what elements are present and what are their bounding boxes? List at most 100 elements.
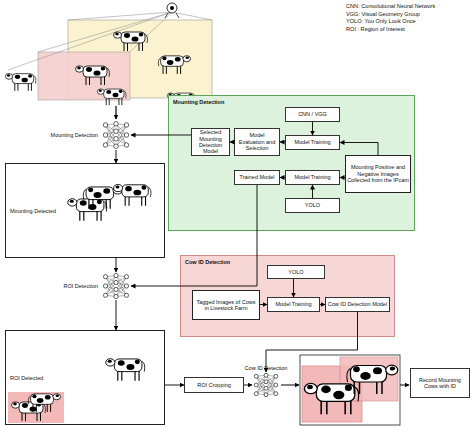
node-label: ROI Detected: [10, 374, 43, 380]
process-box: Tagged Images of Cows in Livestock Farm: [192, 290, 260, 320]
cow: [97, 89, 126, 105]
network-icon-graphic: [101, 120, 131, 150]
step-label: Mounting Detection: [51, 132, 98, 138]
node-label: Mounting Detected: [10, 207, 56, 213]
cow: [68, 199, 107, 221]
cow: [347, 365, 398, 394]
roi-highlight: [8, 392, 64, 423]
arrow-connector: [320, 304, 325, 305]
process-box: Model Training: [285, 135, 340, 150]
network-unit: [274, 374, 278, 378]
network-unit: [254, 374, 258, 378]
cow: [106, 359, 145, 381]
network-links: [256, 375, 276, 395]
node-label: Model Training: [294, 174, 330, 180]
network-unit: [114, 137, 119, 142]
arrow-connector: [280, 142, 285, 143]
abbreviation-note: VGG: Visual Geometry Group: [346, 11, 435, 19]
network-unit: [264, 386, 268, 390]
network-unit: [124, 123, 129, 128]
flow-arrow: [115, 106, 116, 119]
node-label: Mounting Positive and Negative Images Co…: [347, 164, 409, 183]
cow: [158, 56, 190, 74]
network-unit: [274, 392, 278, 396]
arrow-connector: [230, 142, 234, 143]
network-unit: [274, 383, 278, 387]
network-unit: [103, 133, 108, 138]
cow: [114, 185, 151, 206]
node-label: Record Mounting Cows with ID: [412, 377, 468, 390]
node-label: CNN / VGG: [298, 111, 327, 117]
node-label: Model Training: [294, 139, 330, 145]
node-label: ROI Cropping: [197, 382, 231, 388]
arrow-connector: [165, 385, 184, 386]
abbreviation-notes: CNN: Convolutional Neural NetworkVGG: Vi…: [346, 3, 435, 33]
network-unit: [124, 284, 128, 288]
network-unit: [264, 373, 268, 377]
network-units: [103, 273, 128, 298]
network-unit: [103, 143, 108, 148]
network-unit: [114, 280, 118, 284]
network-unit: [103, 293, 107, 297]
network-unit: [114, 129, 119, 134]
node-label: YOLO: [288, 269, 303, 275]
process-box: Model Training: [267, 297, 320, 312]
network-units: [254, 373, 278, 396]
process-box: Cow ID Detection Model: [325, 297, 390, 312]
group-panel: Mounting DetectionCNN / VGGModel Trainin…: [168, 95, 415, 231]
connectors: [116, 122, 378, 385]
abbreviation-note: YOLO: You Only Look Once: [346, 18, 435, 26]
network-links: [106, 276, 127, 297]
arrow-connector: [131, 135, 191, 136]
network-unit: [124, 143, 129, 148]
arrow-connector: [280, 177, 285, 178]
group-panel: Cow ID DetectionYOLOTagged Images of Cow…: [180, 255, 395, 337]
cow: [304, 383, 358, 414]
node-label: YOLO: [305, 202, 320, 208]
node-label: Tagged Images of Cows in Livestock Farm: [194, 299, 258, 312]
image-frame: [300, 355, 400, 425]
flow-arrow: [281, 385, 299, 386]
cow: [28, 394, 60, 412]
arrow-connector: [266, 312, 358, 372]
network-unit: [124, 293, 128, 297]
network-unit: [114, 287, 118, 291]
network-unit: [254, 392, 258, 396]
neural-network-icon: ROI Detection: [101, 272, 131, 300]
arrow-connector: [340, 177, 345, 178]
network-icon-graphic: [252, 372, 280, 398]
neural-network-icon: Mounting Detection: [101, 120, 131, 150]
network-links: [106, 124, 127, 147]
process-box: Model Training: [285, 170, 340, 185]
image-frame: ROI Detected: [5, 330, 165, 425]
process-box: ROI Cropping: [184, 377, 244, 393]
network-unit: [114, 122, 119, 127]
process-box: YOLO: [267, 265, 325, 279]
process-box: Trained Model: [234, 170, 280, 185]
network-unit: [264, 380, 268, 384]
process-box: Mounting Positive and Negative Images Co…: [345, 155, 411, 193]
process-box: YOLO: [285, 198, 340, 213]
node-label: Model Training: [275, 301, 311, 307]
abbreviation-note: CNN: Convolutional Neural Network: [346, 3, 435, 11]
step-label: Cow ID Detection: [245, 365, 288, 371]
network-unit: [114, 273, 118, 277]
arrow-connector: [131, 185, 257, 286]
arrow-connector: [260, 304, 267, 305]
network-unit: [264, 393, 268, 397]
process-box: Model Evaluation and Selection: [234, 128, 280, 156]
arrow-connector: [340, 143, 378, 156]
step-label: ROI Detection: [63, 283, 98, 289]
network-unit: [103, 123, 108, 128]
cow: [114, 32, 148, 51]
process-box: Selected Mounting Detection Model: [191, 128, 230, 156]
image-frame: Mounting Detected: [5, 163, 165, 258]
arrow-connector: [312, 122, 313, 135]
network-icon-graphic: [101, 272, 131, 300]
ip-camera: [165, 3, 179, 18]
cow: [76, 66, 110, 85]
arrow-connector: [116, 300, 117, 330]
cow: [5, 74, 36, 91]
